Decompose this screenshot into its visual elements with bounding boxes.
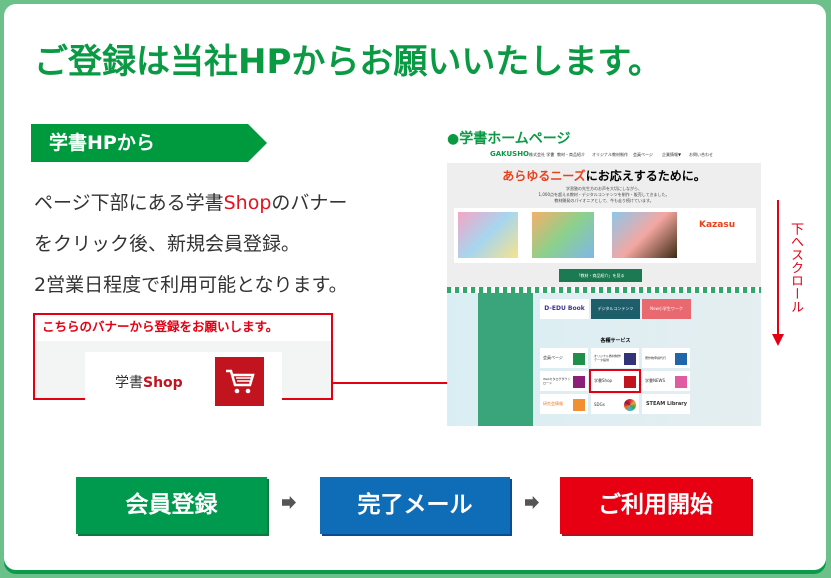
banner-callout-heading: こちらのバナーから登録をお願いします。 [35, 315, 331, 341]
site-nav: GAKUSHO 株式会社 学書 教材・商品紹介 オリジナル教材制作 会員ページ … [447, 145, 761, 163]
shop-banner-label: 学書Shop [115, 375, 183, 391]
services-title: 各種サービス [600, 338, 631, 344]
product-images: Kazasu [454, 208, 756, 263]
promo-digital: デジタルコンテンツ [591, 299, 640, 319]
kazasu-logo: Kazasu [699, 220, 736, 230]
site-nav-item: 教材・商品紹介 [557, 152, 585, 157]
cart-icon [215, 357, 264, 406]
service-tile: Webカタログダウンロード [540, 371, 588, 391]
instruction-line-3: 2営業日程度で利用可能となります。 [34, 274, 348, 296]
site-hero: あらゆるニーズにお応えするために。 学習塾の先生方のお声を大切にしながら、1,0… [447, 163, 761, 290]
wave-divider [447, 287, 761, 295]
site-logo: GAKUSHO [490, 150, 529, 158]
homepage-heading: ●学書ホームページ [447, 131, 571, 147]
service-tile: 著作物申請代行 [642, 348, 690, 368]
hero-text: 学習塾の先生方のお声を大切にしながら、1,000点を超える教材・デジタルコンテン… [538, 186, 670, 203]
step-register: 会員登録 [76, 477, 267, 534]
site-nav-item: オリジナル教材制作 [592, 152, 628, 157]
instruction-line-1: ページ下部にある学書Shopのバナー [34, 192, 348, 214]
banner-callout: こちらのバナーから登録をお願いします。 学書Shop [33, 313, 333, 415]
instruction-line-2: をクリック後、新規会員登録。 [34, 233, 301, 255]
site-nav-item: 会員ページ [633, 152, 653, 157]
service-tile: 学書NEWS [642, 371, 690, 391]
service-tile: 会員ページ [540, 348, 588, 368]
shop-banner[interactable]: 学書Shop [85, 352, 282, 415]
site-lower: D-EDU Book デジタルコンテンツ New小学生ワーク 各種サービス 会員… [447, 293, 761, 426]
service-tile: 研究会情報 [540, 394, 588, 414]
step-start-using: ご利用開始 [560, 477, 751, 534]
scroll-arrow-shaft [777, 200, 779, 335]
scroll-hint: 下へスクロール [788, 222, 803, 313]
promo-new: New小学生ワーク [642, 299, 691, 319]
arrow-right-icon [282, 496, 296, 509]
site-company: 株式会社 学書 [529, 152, 555, 157]
scroll-arrow-down-icon [772, 334, 784, 346]
page-title: ご登録は当社HPからお願いいたします。 [34, 42, 662, 82]
arrow-right-icon [525, 496, 539, 509]
service-tile: オリジナル教材制作データ提供 [591, 348, 639, 368]
service-tile: STEAM Library [642, 394, 690, 414]
hero-button[interactable]: 「教材・商品紹介」を見る [559, 269, 642, 282]
site-nav-item: お問い合わせ [689, 152, 713, 157]
service-tile: SDGs [591, 394, 639, 414]
step-confirmation-mail: 完了メール [320, 477, 510, 534]
hero-title: あらゆるニーズにお応えするために。 [502, 169, 706, 183]
promo-dedu: D-EDU Book [540, 299, 589, 319]
section-tag: 学書HPから [31, 124, 267, 162]
homepage-screenshot: GAKUSHO 株式会社 学書 教材・商品紹介 オリジナル教材制作 会員ページ … [447, 145, 761, 426]
site-nav-item: 企業情報▼ [662, 152, 682, 157]
service-tile-shop[interactable]: 学書Shop [589, 369, 641, 393]
